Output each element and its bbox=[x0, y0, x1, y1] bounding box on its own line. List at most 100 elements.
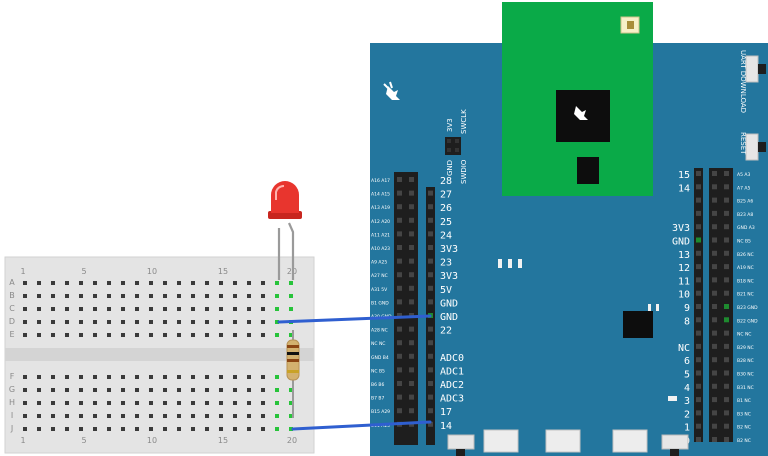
led-highlight bbox=[275, 185, 285, 200]
breadboard-hole bbox=[51, 294, 55, 298]
reset-button[interactable]: RESET bbox=[739, 132, 766, 161]
switch-actuator bbox=[456, 449, 465, 456]
breadboard-hole bbox=[163, 414, 167, 418]
header-pin bbox=[724, 423, 729, 429]
bottom-switch[interactable] bbox=[661, 434, 689, 450]
column-number: 10 bbox=[147, 436, 157, 445]
breadboard-hole bbox=[219, 307, 223, 311]
left-pin-label: 26 bbox=[440, 203, 452, 214]
breadboard-hole bbox=[261, 333, 265, 337]
row-letter: A bbox=[9, 278, 15, 287]
right-pin-label: 15 bbox=[678, 170, 690, 181]
breadboard-hole bbox=[289, 427, 293, 431]
row-letter: G bbox=[9, 385, 15, 394]
header-pin bbox=[712, 184, 717, 190]
left-pin-label: ADC2 bbox=[440, 380, 464, 391]
breadboard-hole bbox=[65, 388, 69, 392]
header-pin bbox=[397, 408, 402, 414]
breadboard-hole bbox=[247, 294, 251, 298]
breadboard-hole bbox=[121, 401, 125, 405]
breadboard-hole bbox=[135, 333, 139, 337]
breadboard-hole bbox=[191, 388, 195, 392]
smd-component bbox=[518, 259, 522, 268]
breadboard-hole bbox=[37, 388, 41, 392]
left-tiny-label: B6 B6 bbox=[371, 382, 384, 388]
right-pin-label: 12 bbox=[678, 263, 690, 274]
breadboard-hole bbox=[93, 375, 97, 379]
breadboard-hole bbox=[233, 281, 237, 285]
breadboard-hole bbox=[261, 388, 265, 392]
left-pin-label: 14 bbox=[440, 421, 452, 432]
header-pin bbox=[724, 171, 729, 176]
usb-port[interactable] bbox=[545, 429, 581, 453]
bottom-switch[interactable] bbox=[447, 434, 475, 450]
left-tiny-label: A11 A21 bbox=[371, 232, 390, 238]
breadboard-hole bbox=[107, 281, 111, 285]
breadboard: 1 5 10 15 20 1 5 10 15 20 A B C D E F G … bbox=[4, 256, 315, 454]
breadboard-hole bbox=[233, 307, 237, 311]
header-pin bbox=[428, 421, 433, 427]
breadboard-hole bbox=[65, 333, 69, 337]
row-letter: I bbox=[11, 411, 13, 420]
breadboard-hole bbox=[177, 320, 181, 324]
breadboard-hole bbox=[51, 375, 55, 379]
header-pin bbox=[724, 437, 729, 442]
header-pin bbox=[428, 217, 433, 223]
header-pin bbox=[712, 250, 717, 256]
header-pin bbox=[428, 340, 433, 346]
header-pin bbox=[712, 171, 717, 176]
header-pin bbox=[397, 190, 402, 196]
usb-port[interactable] bbox=[483, 429, 519, 453]
breadboard-hole bbox=[205, 333, 209, 337]
left-tiny-label: A31 5V bbox=[371, 287, 388, 293]
usb-port[interactable] bbox=[612, 429, 648, 453]
header-pin bbox=[397, 353, 402, 359]
uart-download-button[interactable]: UART DOWNLOAD bbox=[739, 50, 766, 113]
breadboard-hole bbox=[107, 401, 111, 405]
breadboard-hole bbox=[205, 375, 209, 379]
breadboard-hole bbox=[177, 388, 181, 392]
breadboard-hole bbox=[79, 281, 83, 285]
header-pin bbox=[724, 210, 729, 216]
right-tiny-label: B28 NC bbox=[737, 358, 754, 364]
row-letter: C bbox=[9, 304, 15, 313]
row-letter: E bbox=[9, 330, 14, 339]
breadboard-hole bbox=[121, 388, 125, 392]
breadboard-hole bbox=[261, 427, 265, 431]
left-tiny-label: GND B4 bbox=[371, 355, 389, 361]
breadboard-hole bbox=[51, 401, 55, 405]
breadboard-hole bbox=[79, 375, 83, 379]
breadboard-hole bbox=[219, 401, 223, 405]
breadboard-hole bbox=[233, 388, 237, 392]
header-pin bbox=[397, 285, 402, 291]
header-pin bbox=[397, 204, 402, 210]
breadboard-hole bbox=[79, 427, 83, 431]
jtag-pin bbox=[447, 139, 451, 143]
breadboard-row-letters: A B C D E F G H I J bbox=[9, 278, 15, 433]
breadboard-hole bbox=[135, 375, 139, 379]
breadboard-hole bbox=[121, 333, 125, 337]
header-pin bbox=[409, 231, 414, 237]
jtag-pin bbox=[455, 139, 459, 143]
header-pin bbox=[409, 326, 414, 332]
header-pin bbox=[409, 190, 414, 196]
right-tiny-label: B23 GND bbox=[737, 305, 758, 311]
column-number: 5 bbox=[81, 267, 86, 276]
header-pin bbox=[696, 370, 701, 376]
right-tiny-label: B26 NC bbox=[737, 252, 754, 258]
breadboard-hole bbox=[177, 401, 181, 405]
header-pin bbox=[428, 231, 433, 237]
header-pin bbox=[409, 394, 414, 400]
breadboard-hole bbox=[79, 388, 83, 392]
right-pin-label: 9 bbox=[684, 303, 690, 314]
breadboard-hole bbox=[219, 294, 223, 298]
header-pin bbox=[724, 184, 729, 190]
breadboard-hole bbox=[261, 294, 265, 298]
breadboard-hole bbox=[121, 414, 125, 418]
breadboard-hole bbox=[149, 320, 153, 324]
breadboard-hole bbox=[23, 401, 27, 405]
header-pin bbox=[696, 383, 701, 389]
header-pin bbox=[696, 290, 701, 296]
breadboard-hole bbox=[275, 414, 279, 418]
